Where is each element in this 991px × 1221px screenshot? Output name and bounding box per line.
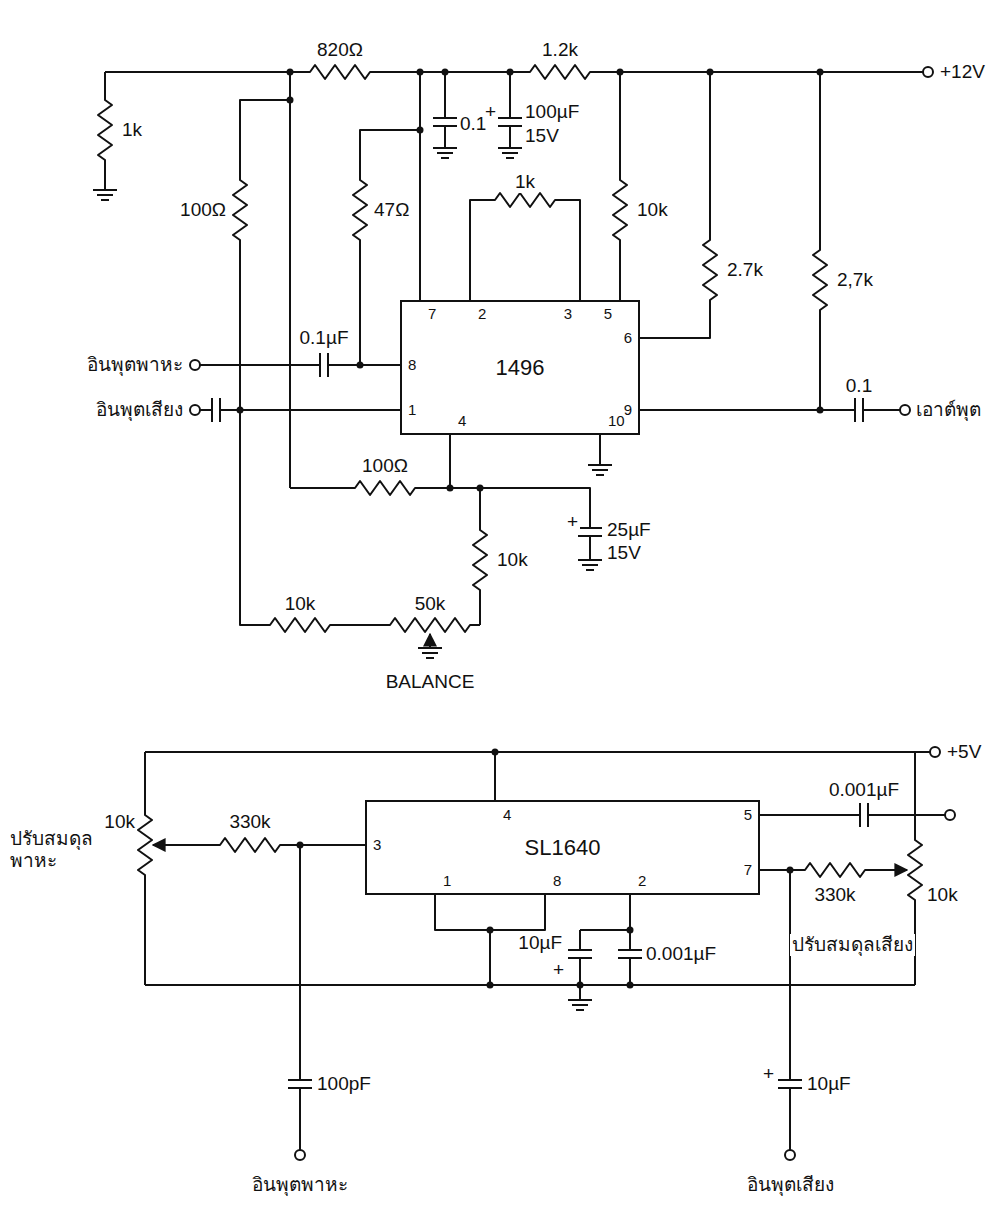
- component-label: 10µF: [516, 932, 564, 954]
- terminal: [923, 67, 933, 77]
- pin-number: 6: [622, 329, 634, 346]
- component-label: 100pF: [315, 1073, 373, 1095]
- pin-number: 1: [441, 872, 453, 889]
- terminal: [785, 1150, 795, 1160]
- component-label: +: [761, 1063, 776, 1085]
- ic-name: SL1640: [525, 835, 601, 861]
- pin-number: 2: [476, 305, 488, 322]
- resistor-symbol: [470, 193, 580, 300]
- wire: [200, 398, 400, 422]
- component-label: 10k: [283, 593, 318, 615]
- wire: [200, 353, 400, 377]
- pin-number: 8: [551, 872, 563, 889]
- component-label: 100Ω: [178, 199, 228, 221]
- component-label: 15V: [523, 125, 561, 147]
- component-label: 0.1µF: [298, 327, 351, 349]
- component-label: 1.2k: [540, 39, 580, 61]
- component-label: 10k: [102, 811, 137, 833]
- component-label: อินพุตพาหะ: [85, 354, 185, 376]
- supply-rail: [105, 65, 923, 79]
- pin-number: 10: [606, 412, 627, 429]
- component-label: 0.001µF: [644, 943, 718, 965]
- component-label: 100µF: [523, 101, 581, 123]
- component-label: 1k: [513, 171, 537, 193]
- component-label: 10k: [635, 199, 670, 221]
- component-label: +: [551, 959, 566, 981]
- ic-name: 1496: [496, 355, 545, 381]
- junction-dots: [237, 69, 824, 989]
- terminal: [190, 405, 200, 415]
- pin-number: 5: [602, 305, 614, 322]
- pin-number: 7: [742, 861, 754, 878]
- component-label: 50k: [413, 593, 448, 615]
- component-label: +5V: [945, 741, 983, 763]
- terminal: [900, 405, 910, 415]
- wire: [290, 435, 602, 625]
- capacitor-symbol: [433, 72, 457, 148]
- component-label: อินพุตเสียง: [745, 1174, 836, 1196]
- component-label: 10k: [925, 884, 960, 906]
- component-label: +: [483, 101, 498, 123]
- pin-number: 8: [406, 356, 418, 373]
- pin-number: 3: [562, 305, 574, 322]
- supply-rail: [145, 751, 930, 753]
- wire: [599, 435, 601, 465]
- component-label: 330k: [227, 811, 272, 833]
- capacitor-symbol: [288, 845, 312, 1150]
- resistor-symbol: [98, 72, 112, 190]
- terminal: [945, 810, 955, 820]
- terminal: [930, 747, 940, 757]
- pin-number: 1: [406, 401, 418, 418]
- component-label: 330k: [812, 884, 857, 906]
- pot-wiper: [429, 634, 431, 648]
- resistor-symbol: [760, 863, 880, 877]
- component-label: อินพุตเสียง: [94, 399, 185, 421]
- wire: [760, 803, 945, 827]
- component-label: 100Ω: [360, 455, 410, 477]
- component-label: 0.001µF: [827, 779, 901, 801]
- capacitor-symbol: [778, 870, 802, 1150]
- resistor-symbol: [613, 72, 627, 300]
- ic-package: SL1640: [365, 800, 760, 895]
- component-label: +: [565, 511, 580, 533]
- component-label: 25µF: [605, 519, 653, 541]
- component-label: 2,7k: [835, 269, 875, 291]
- resistor-symbol: [640, 72, 900, 422]
- component-label: ปรับสมดุล พาหะ: [8, 828, 112, 872]
- wire: [494, 752, 496, 800]
- pin-number: 7: [426, 305, 438, 322]
- pin-number: 3: [371, 836, 383, 853]
- terminal: [295, 1150, 305, 1160]
- pin-number: 2: [636, 872, 648, 889]
- pin-number: 4: [501, 806, 513, 823]
- component-label: 15V: [605, 542, 643, 564]
- component-label: 10k: [495, 549, 530, 571]
- pin-number: 5: [742, 806, 754, 823]
- component-label: เอาต์พุต: [914, 399, 983, 421]
- pot-wiper: [880, 869, 907, 871]
- ground-rail: [145, 984, 915, 986]
- component-label: อินพุตพาหะ: [250, 1174, 350, 1196]
- resistor-symbol: [195, 838, 365, 852]
- capacitor-symbol: [498, 72, 522, 148]
- capacitor-symbol: [568, 895, 642, 1000]
- pot-symbol: [138, 752, 152, 985]
- component-label: +12V: [938, 61, 987, 83]
- component-label: 820Ω: [315, 39, 365, 61]
- component-label: 0.1: [844, 375, 874, 397]
- component-label: 10µF: [805, 1073, 853, 1095]
- component-label: 2.7k: [725, 259, 765, 281]
- terminal: [190, 360, 200, 370]
- component-label: ปรับสมดุลเสียง: [790, 934, 915, 956]
- component-label: 1k: [120, 119, 144, 141]
- component-label: BALANCE: [384, 671, 477, 693]
- component-label: 47Ω: [372, 199, 411, 221]
- pot-wiper: [153, 844, 195, 846]
- pin-number: 4: [456, 412, 468, 429]
